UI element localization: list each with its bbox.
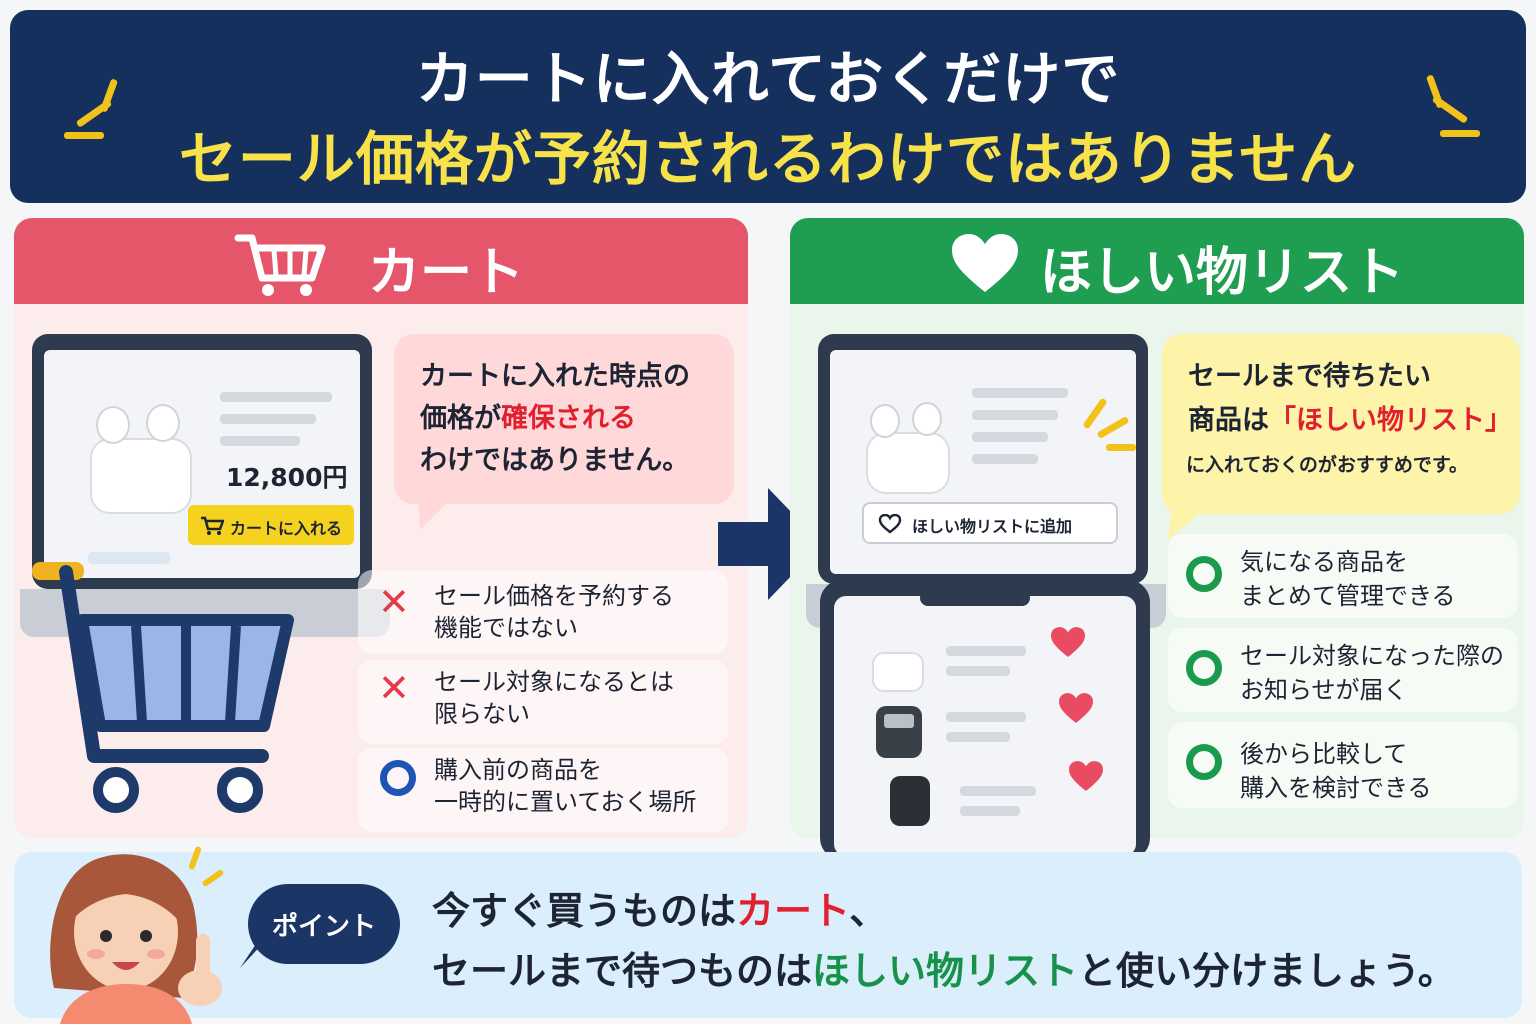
arrow-right-icon [718,488,822,600]
cart-title: カート [368,243,525,303]
wishlist-title: ほしい物リスト [1040,243,1405,303]
cart-point-text: 機能ではない [434,614,578,642]
cart-point-text: セール価格を予約する [434,582,674,610]
cart-small-icon [201,516,224,535]
wishlist-point-card [1168,628,1518,712]
heart-icon [1051,627,1085,657]
cart-bubble-line3: わけではありません。 [420,445,690,476]
wishlist-bubble-tail [1168,506,1208,540]
cart-point-card [358,570,728,654]
heart-icon [952,234,1018,292]
header-title-line1: カートに入れておくだけで [415,45,1121,113]
point-line2: セールまで待つものはほしい物リストと使い分けましょう。 [432,949,1456,993]
cart-point-text: 購入前の商品を [434,756,602,784]
heart-icon [1069,761,1103,791]
cart-point-text: 一時的に置いておく場所 [434,788,697,816]
add-to-wishlist-label: ほしい物リストに追加 [912,517,1073,536]
cart-point-card [358,748,728,832]
wishlist-point-text: お知らせが届く [1240,676,1408,704]
cross-icon: ✕ [378,666,410,710]
wishlist-bubble-line2: 商品は「ほしい物リスト」 [1188,405,1512,436]
cart-panel-header: カート [14,218,748,304]
wishlist-point-text: 購入を検討できる [1240,774,1432,802]
cart-icon [234,234,326,296]
cart-point-text: 限らない [434,700,530,728]
circle-icon [1186,744,1222,780]
cart-speech-bubble [394,334,734,504]
heart-icon [1059,693,1093,723]
wishlist-point-text: 気になる商品を [1240,548,1408,576]
add-to-cart-label: カートに入れる [230,519,343,538]
cart-point-card [358,660,728,744]
wishlist-bubble-line3: に入れておくのがおすすめです。 [1186,454,1468,476]
cart-bubble-tail [418,496,454,530]
earbuds-product-image [90,438,192,514]
cart-point-text: セール対象になるとは [434,668,674,696]
point-line1: 今すぐ買うものはカート、 [432,889,888,933]
earbuds-product-image [866,432,950,494]
wishlist-bubble-line1: セールまで待ちたい [1188,361,1431,392]
point-badge-tail [240,940,266,968]
cart-bubble-line1: カートに入れた時点の [420,361,690,392]
add-to-wishlist-button[interactable]: ほしい物リストに追加 [862,502,1118,544]
header-banner [10,10,1526,203]
add-to-cart-button[interactable]: カートに入れる [188,505,354,545]
circle-icon [1186,650,1222,686]
cross-icon: ✕ [378,580,410,624]
product-price: 12,800円 [226,463,348,492]
wishlist-point-card [1168,534,1518,618]
header-title-line2: セール価格が予約されるわけではありません [178,125,1358,193]
wishlist-speech-bubble [1162,334,1520,514]
circle-icon [380,760,416,796]
cart-bubble-line2: 価格が確保される [420,403,636,434]
woman-pointing-illustration [50,846,224,1024]
wishlist-point-text: まとめて管理できる [1240,582,1456,610]
wishlist-point-text: セール対象になった際の [1240,642,1504,670]
circle-icon [1186,556,1222,592]
heart-outline-icon [878,514,902,534]
wishlist-point-text: 後から比較して [1240,740,1408,768]
wishlist-panel-header: ほしい物リスト [790,218,1524,304]
point-badge-label: ポイント [272,912,377,942]
wishlist-point-card [1168,722,1518,808]
point-badge: ポイント [248,884,400,964]
shopping-cart-illustration [32,562,294,813]
